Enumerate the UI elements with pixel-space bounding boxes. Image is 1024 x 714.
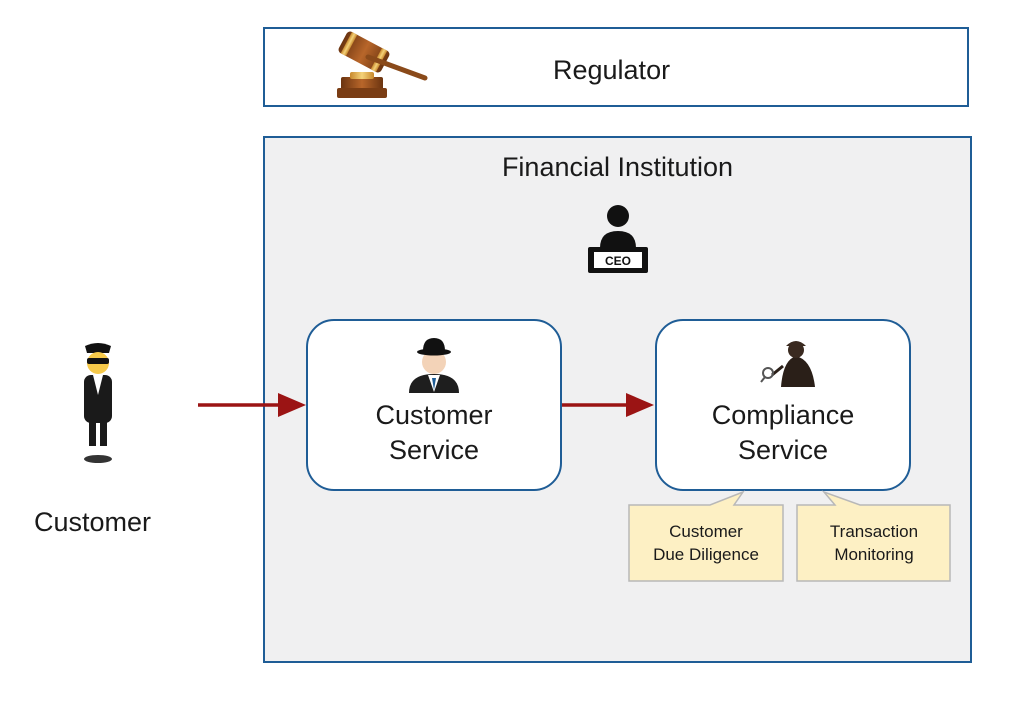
ceo-badge-text: CEO	[605, 254, 631, 268]
callout-customer-due-diligence	[628, 490, 784, 582]
compliance-service-box	[655, 319, 911, 491]
customer-service-label-line2: Service	[388, 435, 480, 465]
note-customer-due-diligence: Customer Due Diligence	[628, 504, 784, 582]
customer-service-label: Customer Service	[306, 398, 562, 468]
note-transaction-monitoring: Transaction Monitoring	[796, 504, 952, 582]
note-tm-line2: Monitoring	[834, 545, 914, 564]
arrow-customer-to-customer-service	[198, 393, 306, 417]
financial-institution-title: Financial Institution	[501, 152, 734, 182]
compliance-service-label-line1: Compliance	[711, 400, 855, 430]
detective-icon	[760, 341, 815, 387]
note-cdd-line1: Customer	[669, 522, 743, 541]
customer-label: Customer	[34, 507, 152, 537]
man-in-bowler-hat-icon	[409, 338, 459, 393]
compliance-service-label: Compliance Service	[655, 398, 911, 468]
spy-person-icon	[84, 343, 112, 463]
note-cdd-line2: Due Diligence	[653, 545, 759, 564]
gavel-icon	[337, 31, 428, 98]
note-tm-line1: Transaction	[829, 522, 919, 541]
customer-service-label-line1: Customer	[375, 400, 493, 430]
regulator-label: Regulator	[553, 55, 671, 85]
arrow-customer-service-to-compliance-service	[562, 393, 654, 417]
compliance-service-label-line2: Service	[737, 435, 829, 465]
callout-transaction-monitoring	[796, 490, 951, 582]
ceo-icon	[588, 205, 648, 273]
